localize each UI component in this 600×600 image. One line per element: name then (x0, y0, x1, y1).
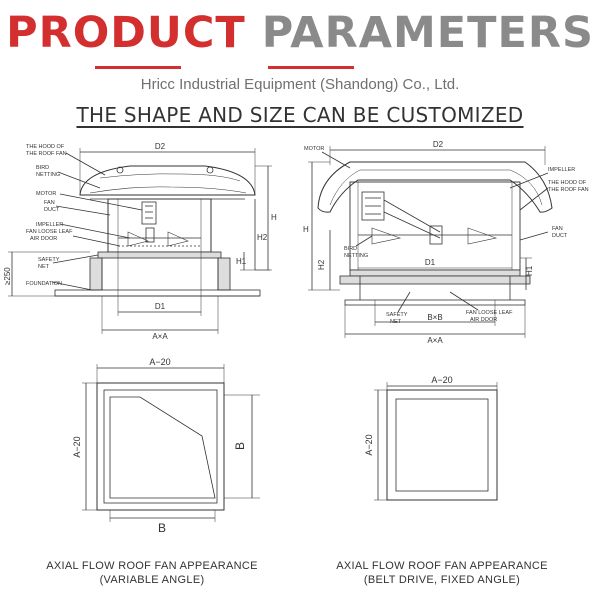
right-plan-view (374, 382, 498, 501)
left-dim-h2: H2 (257, 233, 268, 242)
right-dim-d2: D2 (433, 140, 444, 149)
left-label-hood-1: THE HOOD OF (26, 144, 65, 150)
left-label-foundation: FOUNDATION (26, 281, 62, 287)
caption-right-line2: (BELT DRIVE, FIXED ANGLE) (363, 574, 521, 586)
left-dim-h1: H1 (236, 257, 247, 266)
title-product: PRODUCT (6, 8, 246, 58)
right-plan-side-dim: A−20 (364, 434, 374, 455)
left-plan-b-right: B (233, 442, 247, 450)
right-label-bird-2: NETTING (344, 253, 368, 259)
left-dim-d2: D2 (155, 142, 166, 151)
left-label-duct-1: FAN (44, 200, 55, 206)
right-dim-h2: H2 (317, 259, 326, 270)
right-label-bird-1: BIRD (344, 246, 357, 252)
left-label-duct-2: DUCT (44, 207, 60, 213)
right-dim-h1: H1 (525, 265, 534, 276)
left-plan-view (82, 364, 260, 522)
left-label-safety-2: NET (38, 264, 50, 270)
right-label-duct-1: FAN (552, 226, 563, 232)
right-label-leaf-2: AIR DOOR (470, 317, 497, 323)
left-dim-axa: A×A (152, 332, 168, 341)
caption-left-line2: (VARIABLE ANGLE) (99, 574, 205, 586)
left-plan-b-bottom: B (158, 521, 166, 535)
title-rule-left (95, 66, 181, 69)
right-elevation-labels: MOTOR IMPELLER THE HOOD OF THE ROOF FAN … (304, 146, 589, 325)
customize-note: THE SHAPE AND SIZE CAN BE CUSTOMIZED (76, 103, 524, 127)
left-elevation-drawing (8, 148, 272, 334)
company-name: Hricc Industrial Equipment (Shandong) Co… (140, 76, 460, 93)
left-label-motor: MOTOR (36, 191, 56, 197)
left-elevation-labels: THE HOOD OF THE ROOF FAN BIRD NETTING MO… (26, 144, 73, 287)
right-dim-bxb: B×B (427, 313, 442, 322)
right-dim-d1: D1 (425, 258, 436, 267)
left-plan-top-dim: A−20 (149, 357, 170, 367)
right-dim-h: H (303, 225, 309, 234)
left-dim-h: H (271, 213, 277, 222)
title-rule-right (268, 66, 354, 69)
left-dim-base: ≥250 (3, 267, 12, 285)
right-label-safety-1: SAFETY (386, 312, 408, 318)
left-plan-dims: A−20 A−20 B B (72, 357, 247, 535)
left-plan-side-dim: A−20 (72, 436, 82, 457)
right-label-hood-1: THE HOOD OF (548, 180, 587, 186)
right-elevation-drawing (308, 146, 553, 338)
right-plan-dims: A−20 A−20 (364, 375, 453, 456)
left-label-safety-1: SAFETY (38, 257, 60, 263)
right-label-duct-2: DUCT (552, 233, 568, 239)
right-label-safety-2: NET (390, 319, 402, 325)
left-label-leaf-2: AIR DOOR (30, 236, 57, 242)
right-label-impeller: IMPELLER (548, 167, 575, 173)
left-label-hood-2: THE ROOF FAN (26, 151, 67, 157)
right-plan-top-dim: A−20 (431, 375, 452, 385)
left-label-bird-2: NETTING (36, 172, 60, 178)
right-elevation-dims: D2 D1 B×B A×A H H2 H1 (303, 140, 534, 345)
right-dim-axa: A×A (427, 336, 443, 345)
right-label-leaf-1: FAN LOOSE LEAF (466, 310, 513, 316)
right-label-hood-2: THE ROOF FAN (548, 187, 589, 193)
caption-left: AXIAL FLOW ROOF FAN APPEARANCE (VARIABLE… (22, 559, 282, 587)
right-label-motor: MOTOR (304, 146, 324, 152)
caption-right-line1: AXIAL FLOW ROOF FAN APPEARANCE (336, 560, 548, 572)
page-title: PRODUCT PARAMETERS (0, 8, 600, 58)
left-label-leaf-1: FAN LOOSE LEAF (26, 229, 73, 235)
left-label-bird-1: BIRD (36, 165, 49, 171)
left-label-impeller: IMPELLER (36, 222, 63, 228)
left-elevation-dims: D2 D1 A×A H H2 H1 ≥250 (3, 142, 277, 341)
left-dim-d1: D1 (155, 302, 166, 311)
caption-left-line1: AXIAL FLOW ROOF FAN APPEARANCE (46, 560, 258, 572)
title-parameters: PARAMETERS (261, 8, 594, 58)
caption-right: AXIAL FLOW ROOF FAN APPEARANCE (BELT DRI… (312, 559, 572, 587)
